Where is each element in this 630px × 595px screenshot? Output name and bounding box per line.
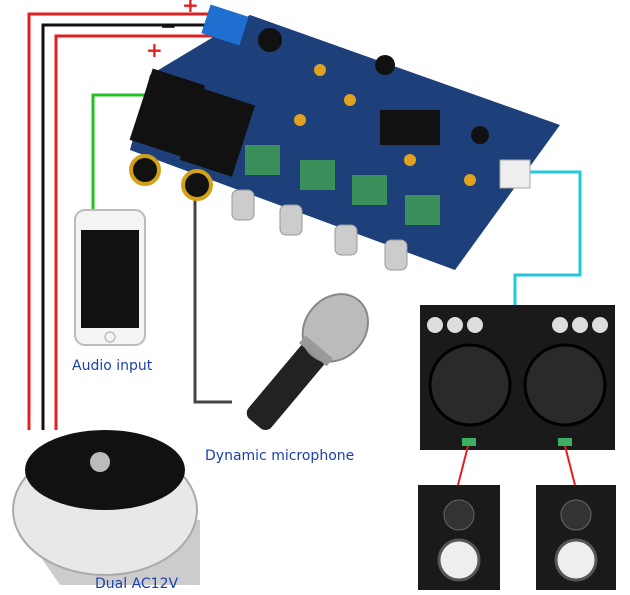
- dynamic-microphone-label: Dynamic microphone: [205, 448, 355, 464]
- speaker-left: [418, 485, 500, 590]
- amplifier-board: [420, 305, 615, 450]
- minus-sign: −: [160, 14, 177, 38]
- speaker-wire-left: [457, 445, 469, 486]
- red-wire-inner: [54, 34, 220, 430]
- black-wire: [41, 23, 225, 430]
- speaker-right: [536, 485, 616, 590]
- preamp-board: [129, 4, 560, 271]
- mic-wire: [193, 190, 232, 404]
- red-wire-outer: [27, 12, 230, 430]
- green-audio-wire: [91, 93, 150, 215]
- audio-input-label: Audio input: [72, 358, 153, 374]
- microphone: [246, 293, 369, 430]
- smartphone: [74, 209, 146, 346]
- cyan-wire: [513, 170, 582, 322]
- toroidal-transformer: [12, 430, 200, 585]
- plus-sign-top: +: [182, 0, 199, 17]
- dual-ac-label: Dual AC12V: [95, 576, 179, 592]
- speaker-wire-right: [564, 445, 576, 486]
- plus-sign-inner: +: [146, 38, 163, 62]
